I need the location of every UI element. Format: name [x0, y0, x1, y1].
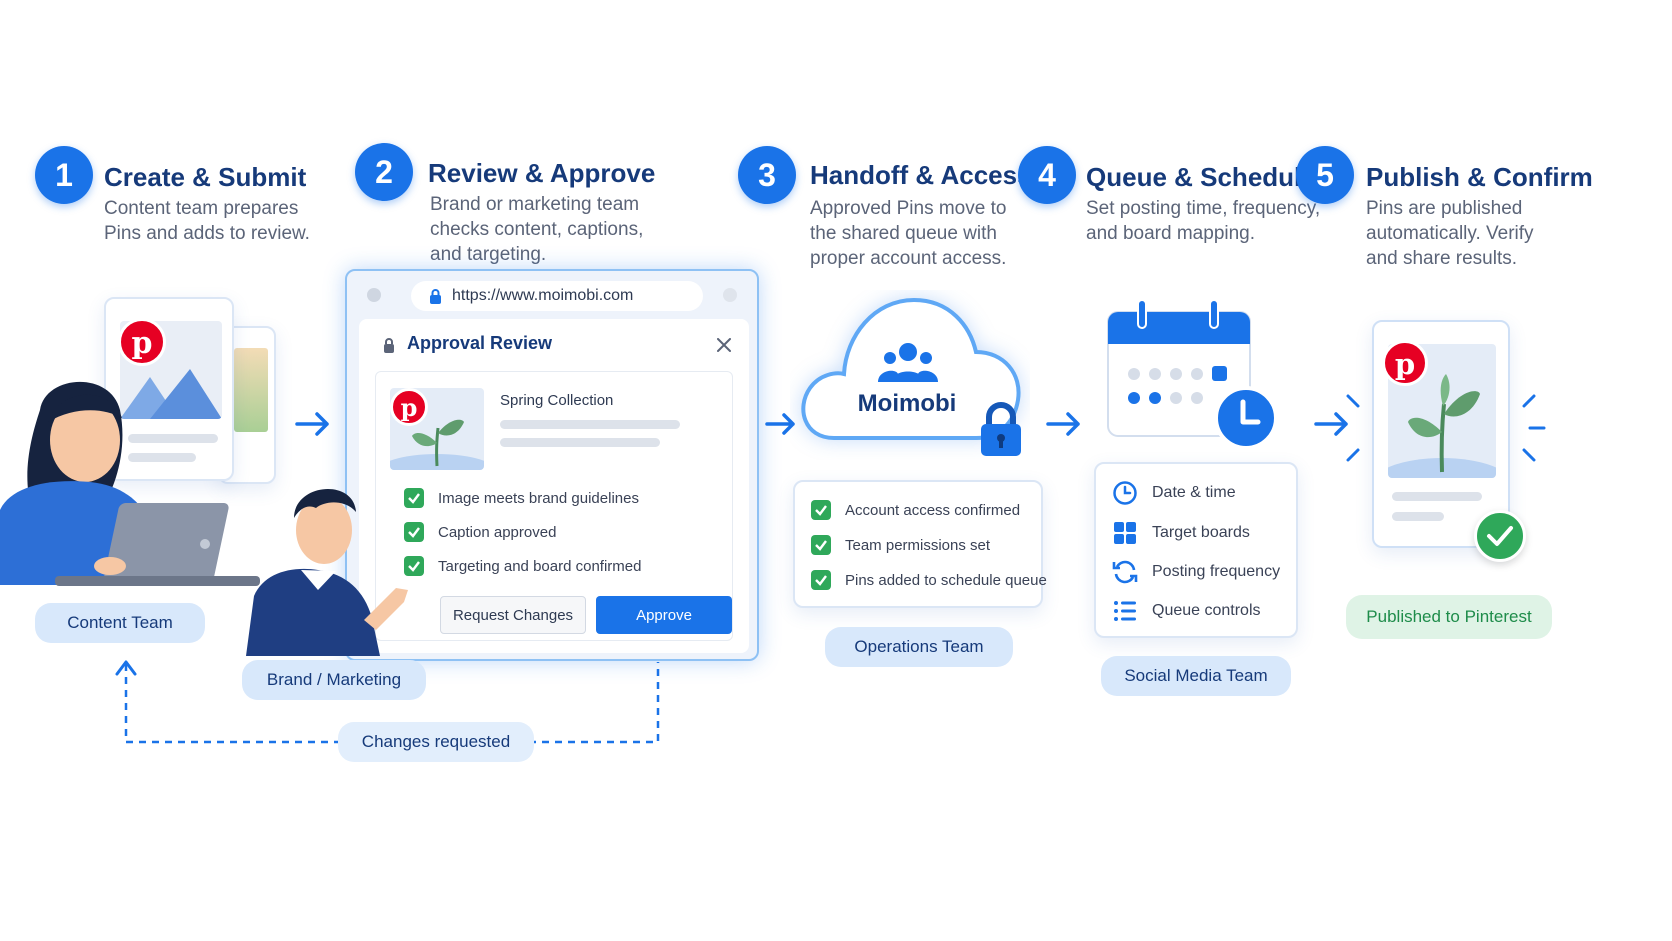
plant-icon [1388, 374, 1496, 478]
step-2-title: Review & Approve [428, 158, 656, 188]
step-3-number: 3 [738, 146, 796, 204]
step-5-title: Publish & Confirm [1366, 162, 1593, 192]
text-placeholder [1392, 512, 1444, 521]
browser-window: https://www.moimobi.com Approval Review … [345, 269, 759, 661]
published-to-pinterest-label: Published to Pinterest [1346, 595, 1552, 639]
approve-button[interactable]: Approve [596, 596, 732, 634]
checkbox-checked-icon [811, 570, 831, 590]
check-item: Pins added to schedule queue [811, 570, 1047, 590]
schedule-option-label: Target boards [1152, 524, 1250, 541]
schedule-option-label: Posting frequency [1152, 563, 1281, 580]
lock-icon [430, 288, 441, 304]
schedule-option[interactable]: Posting frequency [1112, 559, 1280, 585]
social-media-team-label: Social Media Team [1101, 656, 1291, 696]
check-item: Team permissions set [811, 535, 990, 555]
step-1-number: 1 [35, 146, 93, 204]
step-2-description: Brand or marketing team checks content, … [430, 194, 644, 265]
cloud-label: Moimobi [857, 390, 957, 417]
check-item: Image meets brand guidelines [404, 488, 639, 508]
approval-dialog: Approval Review p Spring Collection Imag… [359, 319, 749, 653]
browser-dot [367, 288, 381, 302]
check-label: Account access confirmed [845, 501, 1021, 519]
mountain-icon [120, 369, 222, 419]
text-placeholder [128, 434, 218, 443]
request-changes-button[interactable]: Request Changes [440, 596, 586, 634]
svg-text:p: p [1395, 347, 1415, 381]
step-3-title: Handoff & Access [810, 160, 1032, 190]
plant-icon [390, 419, 484, 470]
success-check-icon [1474, 510, 1526, 562]
step-3-description: Approved Pins move to the shared queue w… [810, 198, 1007, 269]
content-creator-illustration [0, 381, 260, 586]
schedule-option-label: Queue controls [1152, 602, 1261, 619]
cloud-icon [801, 297, 1021, 440]
svg-text:p: p [132, 326, 153, 361]
check-label: Targeting and board confirmed [438, 557, 642, 575]
arrow-right-icon [1046, 412, 1080, 436]
address-bar[interactable]: https://www.moimobi.com [411, 281, 703, 311]
check-item: Targeting and board confirmed [404, 556, 641, 576]
schedule-options-card: Date & time Target boards Posting freque… [1094, 462, 1298, 638]
checkbox-checked-icon [811, 500, 831, 520]
reviewer-illustration [246, 488, 408, 656]
operations-team-label: Operations Team [825, 627, 1013, 667]
review-card: p Spring Collection Image meets brand gu… [375, 371, 733, 641]
dialog-title: Approval Review [407, 333, 553, 353]
sparkle-lines-icon [1346, 394, 1546, 462]
team-icon [878, 343, 938, 382]
url-text: https://www.moimobi.com [452, 287, 634, 304]
text-placeholder [1392, 492, 1482, 501]
check-item: Account access confirmed [811, 500, 1020, 520]
checkbox-checked-icon [811, 535, 831, 555]
handoff-checklist: Account access confirmed Team permission… [793, 480, 1047, 608]
close-icon[interactable] [717, 338, 731, 352]
text-placeholder [128, 453, 196, 462]
refresh-icon [1112, 560, 1138, 584]
lock-icon [384, 338, 394, 353]
check-item: Caption approved [404, 522, 556, 542]
checkbox-checked-icon [404, 556, 424, 576]
step-1-title: Create & Submit [104, 162, 307, 192]
check-label: Image meets brand guidelines [438, 489, 639, 507]
pinterest-logo-icon: p [390, 388, 428, 426]
schedule-option-label: Date & time [1152, 484, 1236, 501]
checkbox-checked-icon [404, 488, 424, 508]
padlock-icon [981, 402, 1021, 456]
draft-pin-card [104, 297, 234, 481]
step-5-number: 5 [1296, 146, 1354, 204]
brand-marketing-label: Brand / Marketing [242, 660, 426, 700]
clock-icon [1113, 481, 1137, 505]
checkbox-checked-icon [404, 522, 424, 542]
svg-text:p: p [401, 393, 418, 422]
step-4-description: Set posting time, frequency, and board m… [1086, 198, 1321, 244]
arrow-right-icon [295, 412, 329, 436]
pinterest-logo-icon: p [118, 318, 166, 366]
step-4-number: 4 [1018, 146, 1076, 204]
calendar-icon [1107, 299, 1278, 450]
arrow-right-icon [765, 413, 795, 435]
text-placeholder [500, 420, 680, 429]
text-placeholder [500, 438, 660, 447]
image-placeholder [234, 348, 268, 432]
schedule-option[interactable]: Queue controls [1112, 598, 1261, 624]
check-label: Team permissions set [845, 536, 991, 554]
changes-requested-label: Changes requested [338, 722, 534, 762]
list-icon [1114, 601, 1136, 621]
item-title: Spring Collection [500, 392, 614, 409]
step-4-title: Queue & Schedule [1086, 162, 1316, 192]
step-5-description: Pins are published automatically. Verify… [1366, 198, 1534, 269]
check-label: Pins added to schedule queue [845, 571, 1047, 589]
schedule-option[interactable]: Date & time [1112, 480, 1236, 506]
step-1-description: Content team prepares Pins and adds to r… [104, 198, 310, 244]
check-label: Caption approved [438, 523, 557, 541]
schedule-option[interactable]: Target boards [1112, 520, 1250, 546]
arrow-right-icon [1314, 412, 1348, 436]
browser-dot [723, 288, 737, 302]
content-team-label: Content Team [35, 603, 205, 643]
pinterest-logo-icon: p [1382, 340, 1428, 386]
step-2-number: 2 [355, 143, 413, 201]
grid-icon [1114, 522, 1136, 544]
